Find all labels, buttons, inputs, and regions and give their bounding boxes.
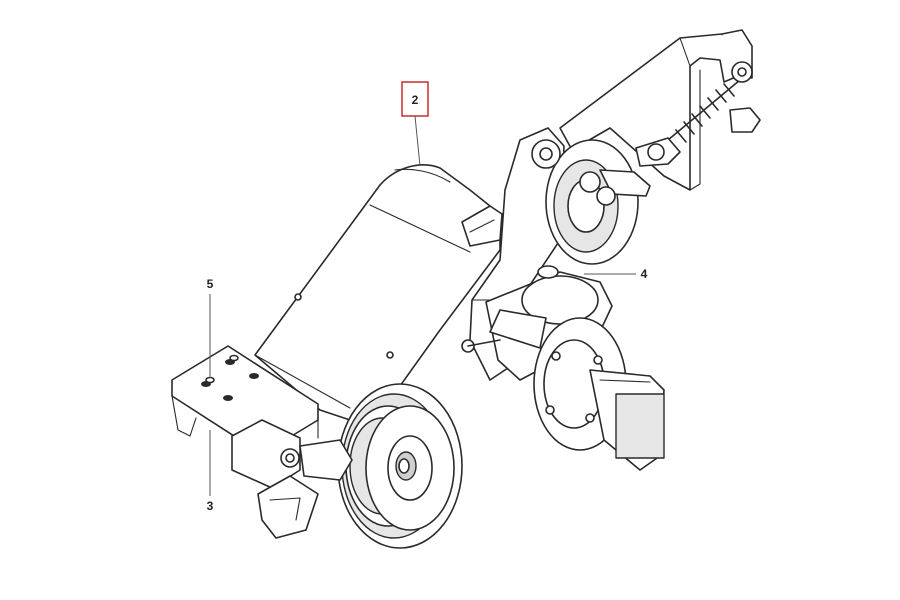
motor-mount-bracket (171, 345, 319, 471)
motor-housing (254, 164, 503, 421)
callout-3[interactable]: 3 (207, 430, 214, 513)
drive-hub-assembly (461, 265, 665, 471)
callout-5[interactable]: 5 (207, 277, 214, 378)
lower-clamp (231, 419, 353, 539)
idler-pulley (531, 137, 681, 265)
callout-5-label: 5 (207, 277, 214, 291)
tension-spring (667, 61, 753, 143)
callout-2-leader (414, 115, 421, 167)
callout-4[interactable]: 4 (584, 267, 648, 281)
callout-3-label: 3 (207, 499, 214, 513)
belt-pulley (337, 383, 463, 549)
callout-4-label: 4 (641, 267, 648, 281)
callout-2[interactable]: 2 (401, 81, 429, 167)
callout-2-label: 2 (412, 93, 419, 107)
